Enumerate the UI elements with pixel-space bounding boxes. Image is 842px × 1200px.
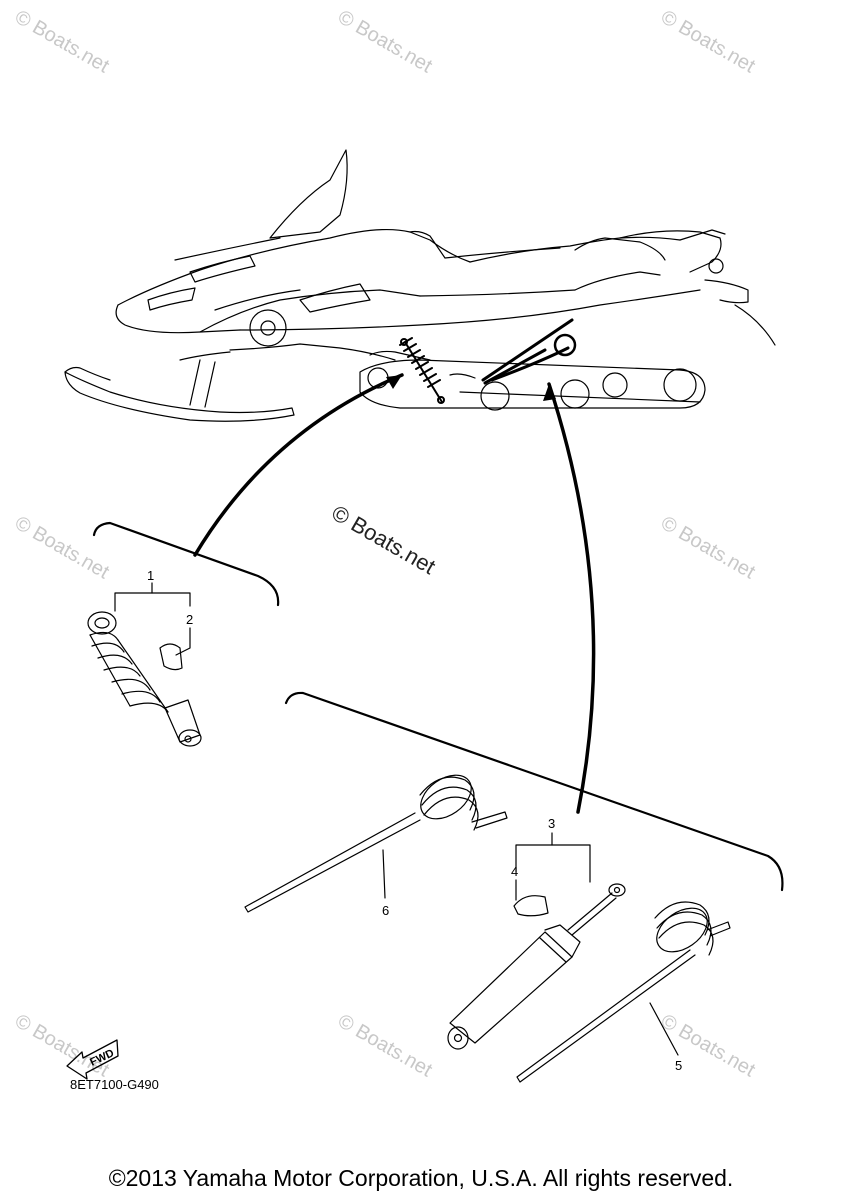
torsion-spring-right-part (516, 901, 731, 1083)
rear-damper-part (447, 832, 626, 1050)
diagram-code: 8ET7100-G490 (70, 1077, 159, 1092)
fwd-label: FWD (88, 1047, 116, 1068)
copyright-notice: ©2013 Yamaha Motor Corporation, U.S.A. A… (108, 1165, 734, 1191)
callout-2: 2 (186, 612, 194, 627)
callout-6: 6 (382, 903, 390, 918)
callout-1: 1 (147, 568, 155, 583)
snowmobile-illustration (64, 149, 776, 422)
callout-3: 3 (548, 816, 556, 831)
front-shock-absorber-part (87, 582, 202, 747)
fwd-arrow-icon (66, 1039, 119, 1080)
callout-5: 5 (675, 1058, 683, 1073)
torsion-spring-left-part (244, 774, 508, 913)
callout-4: 4 (511, 864, 519, 879)
